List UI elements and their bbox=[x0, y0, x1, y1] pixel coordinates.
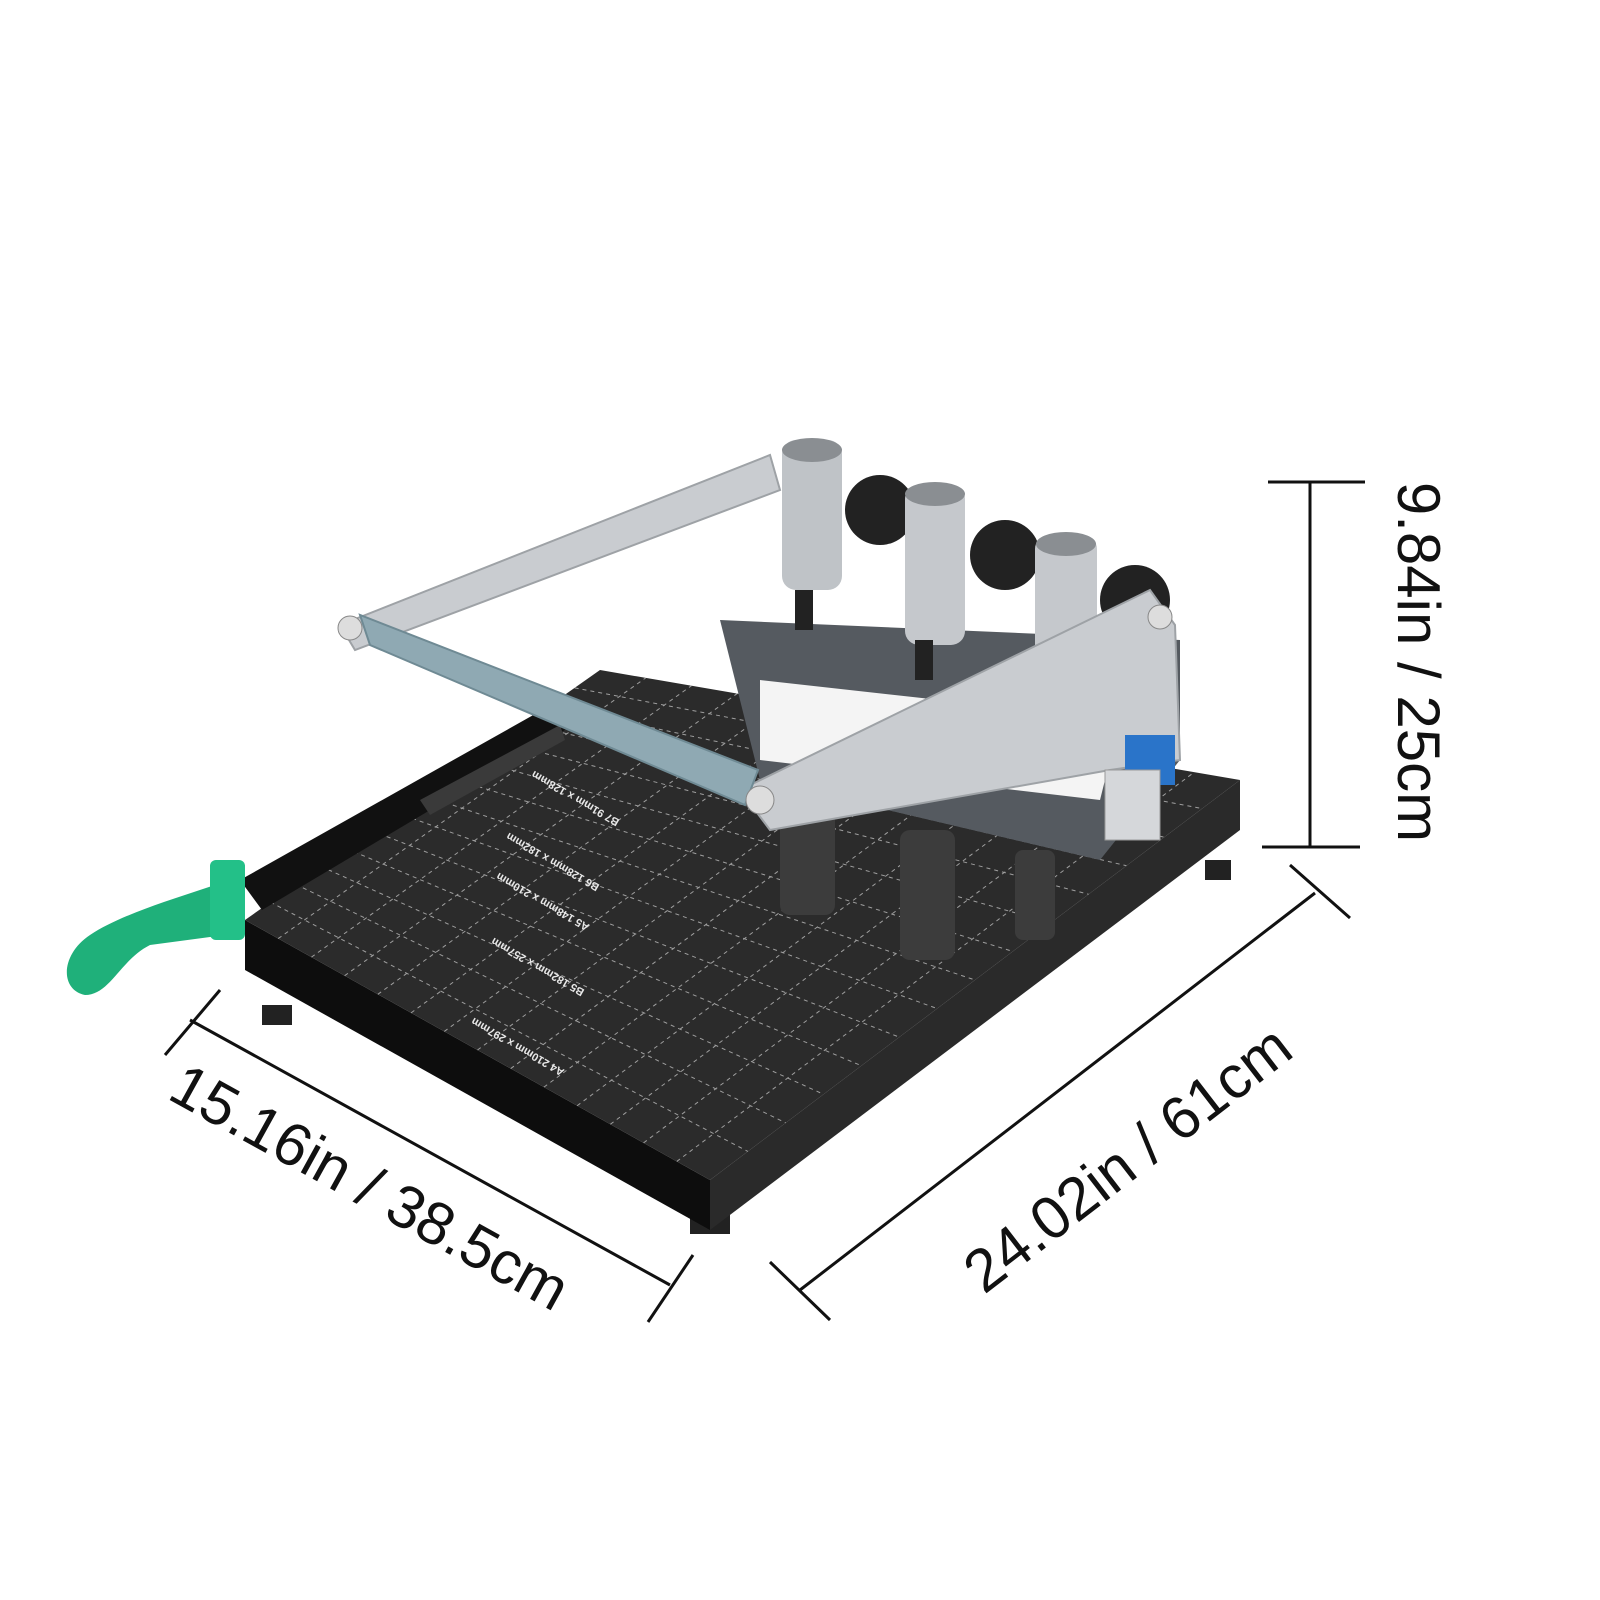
lever-grip[interactable] bbox=[358, 613, 760, 807]
grid-line bbox=[543, 740, 1012, 1088]
punch-posts bbox=[780, 800, 1055, 960]
grid-line bbox=[377, 701, 784, 995]
length-dimension-label: 24.02in / 61cm bbox=[951, 1012, 1304, 1305]
paper-guide bbox=[240, 700, 590, 910]
lever-arm-left bbox=[338, 453, 782, 652]
grid-line bbox=[510, 732, 967, 1069]
green-side-handle[interactable] bbox=[66, 860, 245, 995]
grid-line bbox=[295, 883, 786, 1124]
grid-line bbox=[447, 776, 1014, 952]
grid-line bbox=[270, 901, 749, 1152]
grid-line bbox=[346, 848, 862, 1067]
height-dimension-label: 9.84in / 25cm bbox=[1385, 482, 1452, 842]
base-side-front bbox=[245, 920, 710, 1230]
dimension-lines bbox=[163, 480, 1365, 1323]
grid-line bbox=[371, 830, 900, 1038]
grid-line bbox=[320, 865, 824, 1095]
lever-arm-right bbox=[738, 588, 1182, 832]
grid-line bbox=[643, 763, 1149, 1144]
base-side-right bbox=[710, 780, 1240, 1230]
grid-line bbox=[574, 687, 1203, 810]
